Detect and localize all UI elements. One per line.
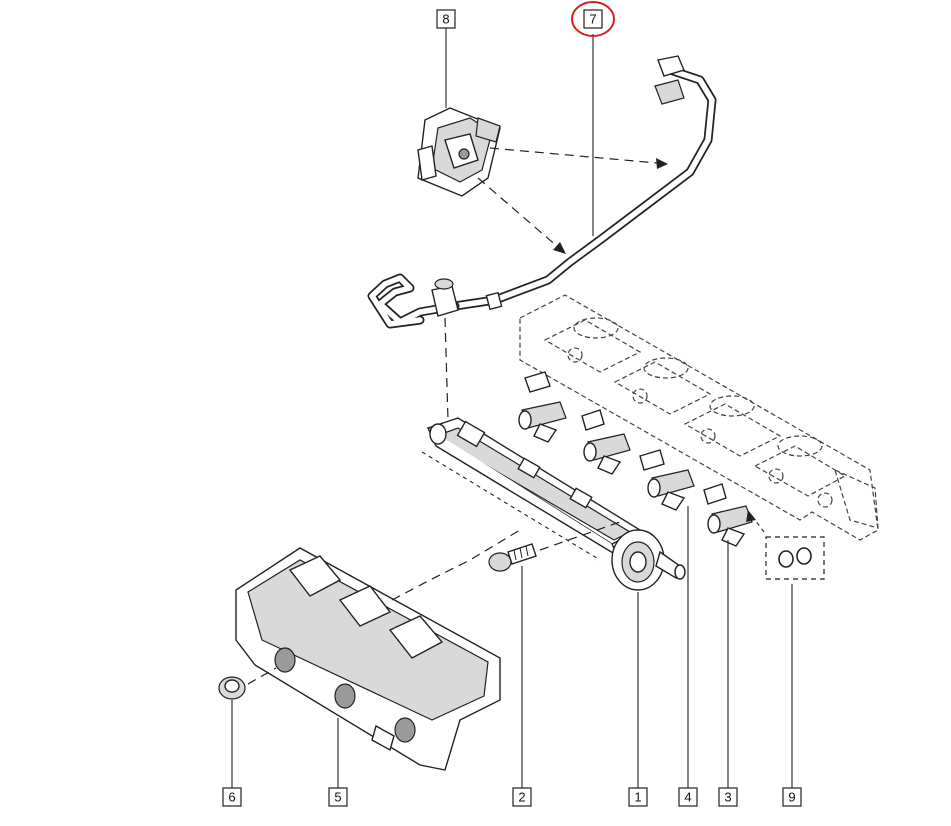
callout-8[interactable]: 8 [436, 9, 456, 29]
callout-label: 8 [442, 12, 449, 27]
assembly-line-pipe-rail [444, 317, 449, 421]
injector-clips [524, 371, 727, 505]
injector-1 [518, 401, 567, 443]
cylinder-head-outline [519, 294, 879, 541]
pressure-regulator [611, 529, 686, 591]
fuel-rail-cover [235, 547, 501, 771]
callout-2[interactable]: 2 [512, 787, 532, 807]
callout-label: 4 [684, 790, 691, 805]
arrowhead-8-a [656, 158, 668, 169]
callout-label: 1 [634, 790, 641, 805]
injector-3 [647, 469, 695, 511]
callout-4[interactable]: 4 [678, 787, 698, 807]
assembly-line-cover [391, 529, 521, 601]
mounting-bolt [488, 543, 537, 572]
injector-2 [583, 433, 631, 475]
cover-nut [218, 676, 246, 700]
callout-label: 6 [228, 790, 235, 805]
highlight-circle [571, 1, 615, 37]
injector-4 [707, 505, 753, 547]
fuel-pipe [367, 55, 717, 329]
callout-9[interactable]: 9 [782, 787, 802, 807]
callout-label: 7 [589, 12, 596, 27]
fuel-injectors [518, 401, 753, 547]
callout-label: 9 [788, 790, 795, 805]
callout-3[interactable]: 3 [718, 787, 738, 807]
callout-7[interactable]: 7 [571, 1, 615, 37]
pipe-clip-bracket [417, 107, 501, 197]
assembly-line-8-a [489, 147, 669, 165]
assembly-line-8-b [477, 177, 567, 255]
o-ring-kit [765, 536, 825, 580]
callout-label: 2 [518, 790, 525, 805]
rail-centerline [421, 451, 601, 561]
fuel-rail [426, 417, 642, 558]
callout-label: 5 [334, 790, 341, 805]
callout-6[interactable]: 6 [222, 787, 242, 807]
assembly-line-nut [247, 667, 277, 685]
arrowhead-8-b [553, 242, 566, 254]
callout-1[interactable]: 1 [628, 787, 648, 807]
callout-5[interactable]: 5 [328, 787, 348, 807]
callout-label: 3 [724, 790, 731, 805]
arrowhead-9 [746, 510, 756, 522]
